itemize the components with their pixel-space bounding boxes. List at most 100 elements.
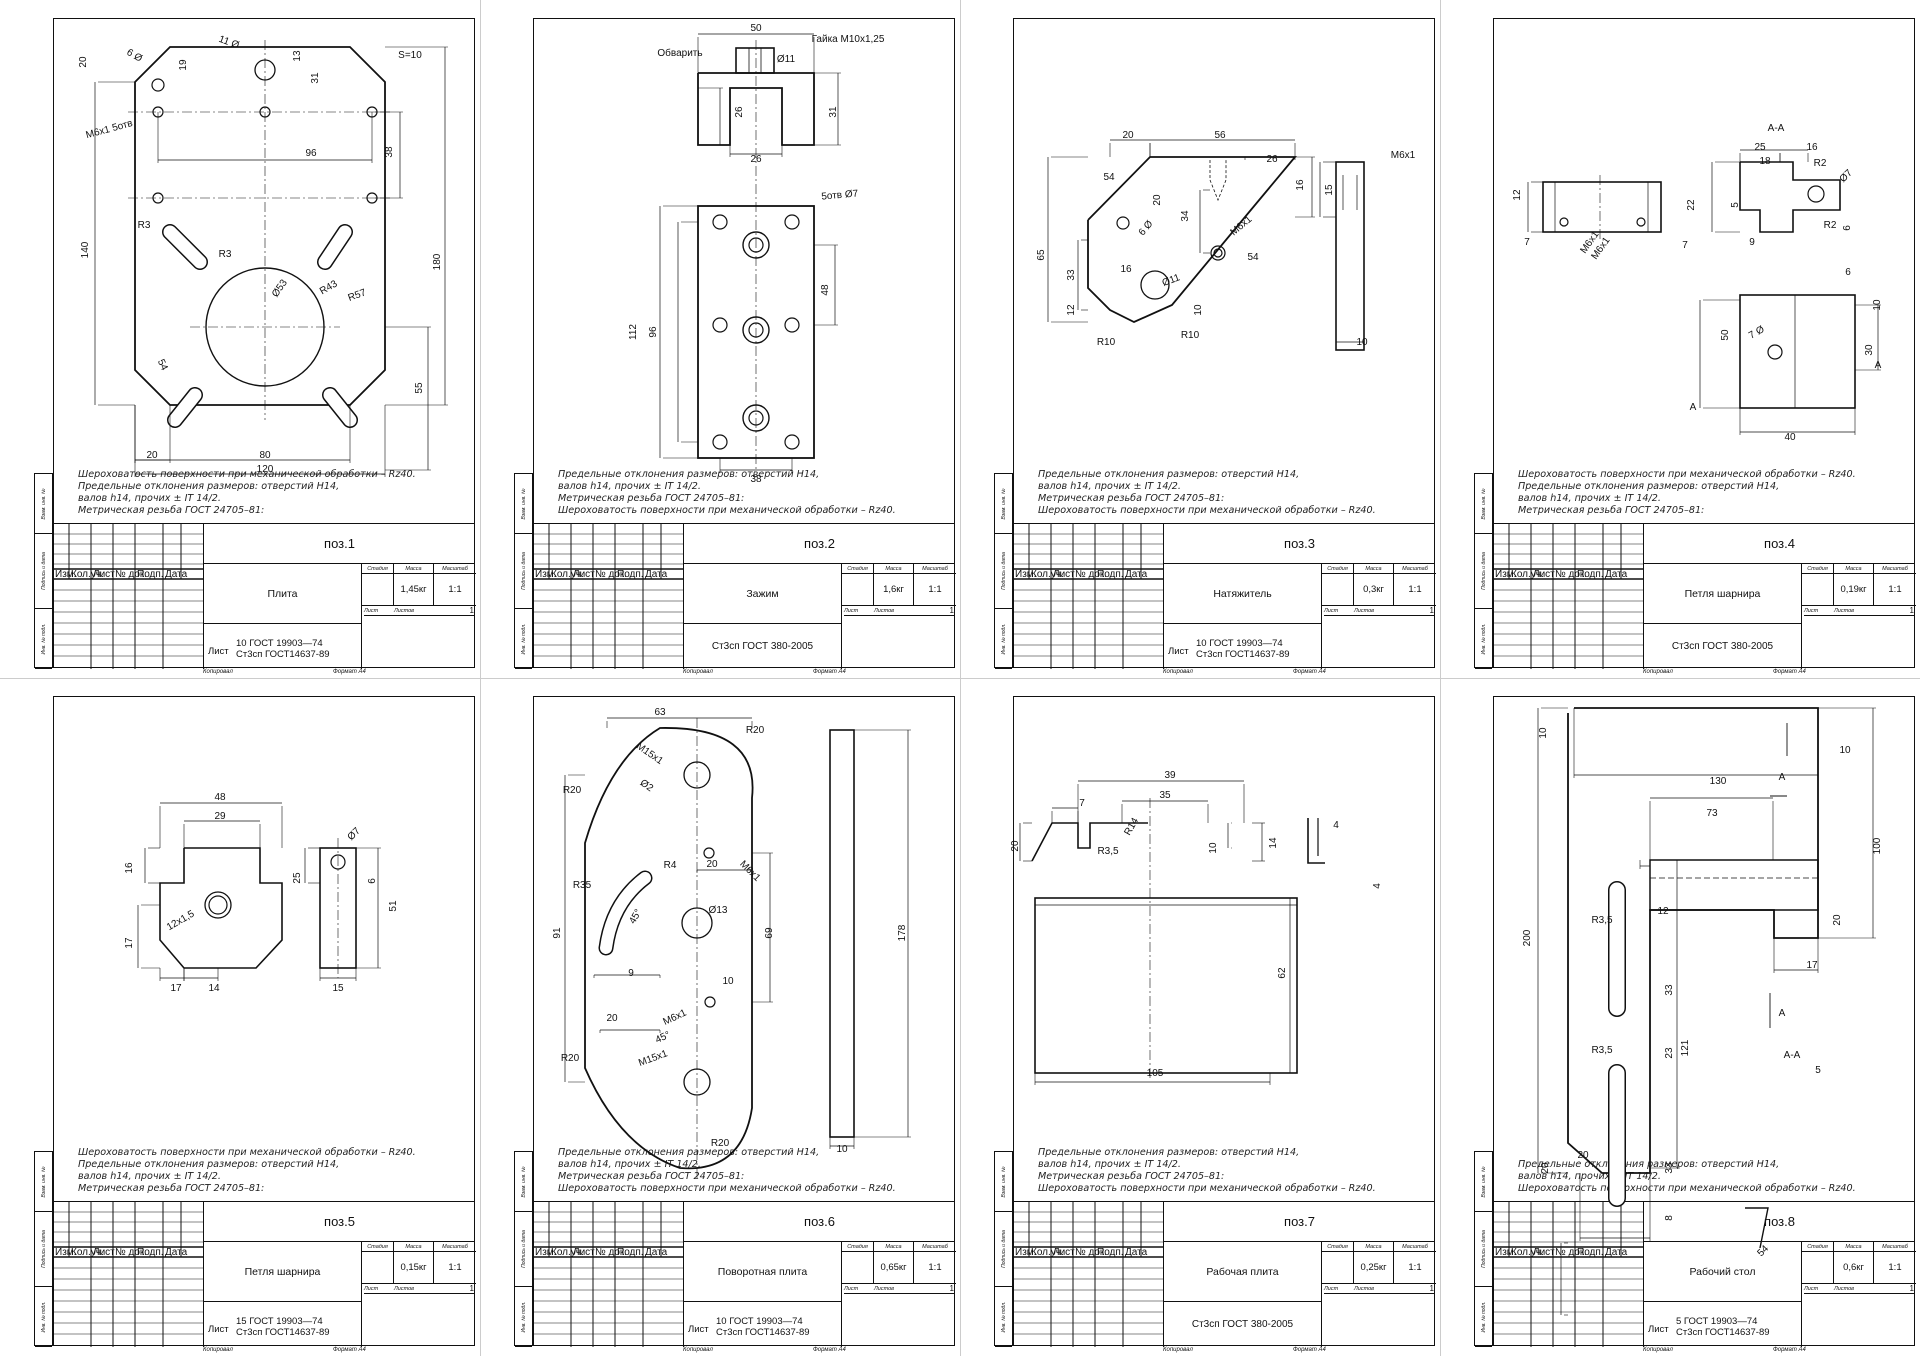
note-line: Шероховатость поверхности при механическ… <box>1518 1183 1856 1194</box>
revision-column-label: Дата <box>645 569 668 580</box>
center-hole <box>1140 270 1170 300</box>
dimension-label: Обварить <box>657 47 702 59</box>
dimension-label: Ø13 <box>709 905 728 916</box>
revision-column-label: № док. <box>115 1247 147 1258</box>
revision-column-label: Кол.уч. <box>551 1247 584 1258</box>
dimension-label: 50 <box>1720 329 1731 341</box>
format-label: Формат А4 <box>1293 1347 1326 1353</box>
sheet-label: Лист <box>364 606 394 616</box>
note-line: Предельные отклонения размеров: отверсти… <box>78 1159 340 1170</box>
plate-outline <box>584 727 754 1170</box>
center-hole <box>204 891 232 919</box>
dimension-label: R3,5 <box>1097 846 1119 857</box>
format-label: Формат А4 <box>1773 669 1806 675</box>
note-line: валов h14, прочих ± IT 14/2. <box>1038 481 1181 492</box>
revision-column-label: Дата <box>1605 1247 1628 1258</box>
dimension-label: 35 <box>1159 790 1171 801</box>
stage-mass-scale: Стадия Масса Масштаб 0,15кг 1:1 Лист Лис… <box>362 1242 476 1347</box>
mass-header: Масса <box>1354 564 1394 574</box>
dimension-label: 26 <box>750 154 762 165</box>
sheet-frame <box>53 696 475 1346</box>
scale-header: Масштаб <box>1394 1242 1436 1252</box>
strip-cell: Подпись и дата <box>995 1212 1012 1287</box>
dimension-label: 80 <box>259 450 271 461</box>
copied-label: Копировал <box>1643 669 1673 675</box>
dimension-label: 10 <box>1356 337 1368 348</box>
dimension-label: 54 <box>1247 252 1259 263</box>
revision-column-label: Дата <box>645 1247 668 1258</box>
sheets-label: Листов <box>874 1284 914 1294</box>
position-number: поз.8 <box>1644 1202 1915 1242</box>
top-view <box>1034 897 1298 1074</box>
part-name: Рабочий стол <box>1644 1242 1802 1302</box>
stage-value <box>1322 574 1354 606</box>
drawing-line <box>1739 161 1841 233</box>
mass-header: Масса <box>394 1242 434 1252</box>
hole <box>1210 245 1226 261</box>
dimension-label: 55 <box>414 382 425 394</box>
dimension-label: R20 <box>561 1053 580 1064</box>
side-view <box>829 729 855 1138</box>
dimension-label: А-А <box>1768 123 1785 134</box>
note-line: Метрическая резьба ГОСТ 24705–81: <box>1038 493 1225 504</box>
note-line: Шероховатость поверхности при механическ… <box>558 505 896 516</box>
dimension-label: R10 <box>1181 330 1200 341</box>
copied-label: Копировал <box>203 1347 233 1353</box>
hole <box>1116 216 1130 230</box>
drawing-line <box>1087 156 1297 323</box>
strip-cell: Взам. инв. № <box>1475 1152 1492 1212</box>
revision-column-label: Изм. <box>535 1247 556 1258</box>
material-line-1: 5 ГОСТ 19903—74 <box>1676 1316 1758 1327</box>
strip-cell: Инв. № подл. <box>995 1287 1012 1347</box>
dimension-label: 7 Ø <box>1747 324 1767 342</box>
hole <box>1807 185 1825 203</box>
revision-column-label: Подп. <box>1097 569 1124 580</box>
stage-value <box>842 1252 874 1284</box>
strip-cell: Инв. № подл. <box>1475 609 1492 669</box>
revision-column-label: № док. <box>595 569 627 580</box>
stage-mass-scale: Стадия Масса Масштаб 0,65кг 1:1 Лист Лис… <box>842 1242 956 1347</box>
dimension-label: 18 <box>1759 156 1771 167</box>
revision-column-label: Изм. <box>1015 569 1036 580</box>
part-name: Натяжитель <box>1164 564 1322 624</box>
dimension-label: 17 <box>170 983 182 994</box>
technical-notes: Шероховатость поверхности при механическ… <box>78 469 458 517</box>
dimension-label: М15х1 <box>637 1048 669 1069</box>
title-main: поз.1 Плита Лист 10 ГОСТ 19903—74 Ст3сп … <box>203 524 476 669</box>
dimension-label: 6 Ø <box>1137 219 1156 239</box>
dimension-label: М6х1 <box>1228 214 1254 238</box>
dimension-label: 4 <box>1372 883 1383 889</box>
strip-cell: Подпись и дата <box>515 534 532 609</box>
sheet-footer: Копировал Формат А4 <box>1013 668 1435 678</box>
material-line-1: 10 ГОСТ 19903—74 <box>236 638 323 649</box>
strip-cell: Подпись и дата <box>1475 534 1492 609</box>
dimension-label: Ø7 <box>346 825 364 843</box>
note-line: Предельные отклонения размеров: отверсти… <box>1038 469 1300 480</box>
stage-mass-scale: Стадия Масса Масштаб 0,3кг 1:1 Лист Лист… <box>1322 564 1436 669</box>
revision-column-label: № док. <box>115 569 147 580</box>
scale-value: 1:1 <box>1874 1252 1916 1284</box>
strip-cell: Инв. № подл. <box>35 1287 52 1347</box>
stage-header: Стадия <box>1322 1242 1354 1252</box>
dimension-label: 6 <box>1845 267 1851 278</box>
dimension-label: 29 <box>214 811 226 822</box>
format-label: Формат А4 <box>1293 669 1326 675</box>
note-line: валов h14, прочих ± IT 14/2. <box>1518 1171 1661 1182</box>
dimension-label: 17 <box>124 937 135 949</box>
sheets-label: Листов <box>1834 606 1874 616</box>
dimension-label: S=10 <box>398 50 422 61</box>
revision-column-label: Кол.уч. <box>1511 569 1544 580</box>
dimension-label: 12 <box>1512 189 1523 201</box>
dimension-label: М15х1 <box>634 741 665 767</box>
mass-header: Масса <box>1354 1242 1394 1252</box>
dimension-label: 10 <box>836 1144 848 1155</box>
note-line: Предельные отклонения размеров: отверсти… <box>1038 1147 1300 1158</box>
